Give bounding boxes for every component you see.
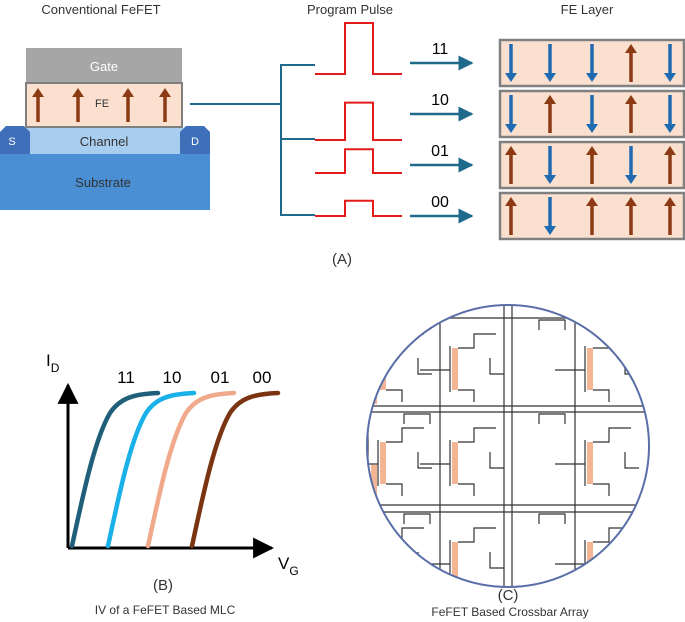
subcaption-b: IV of a FeFET Based MLC <box>95 603 236 617</box>
polarization-arrow-down <box>664 44 676 82</box>
device-up-arrow <box>72 88 84 122</box>
channel-layer <box>26 128 184 154</box>
state-code-label: 10 <box>431 92 449 109</box>
polarization-arrow-up <box>505 197 517 235</box>
iv-curve-label: 10 <box>163 368 182 387</box>
polarization-arrow-up <box>625 197 637 235</box>
gate-label: Gate <box>90 59 118 74</box>
state-code-label: 11 <box>432 41 449 58</box>
iv-curve-10 <box>105 390 197 549</box>
device-polarization-arrows <box>32 88 171 122</box>
polarization-arrow-down <box>625 146 637 184</box>
crossbar-grid <box>367 305 649 587</box>
state-row-00: 00 <box>315 191 685 241</box>
pulse-bracket <box>280 64 315 216</box>
iv-curve-label: 01 <box>211 368 230 387</box>
polarization-arrow-up <box>544 95 556 133</box>
pulse-title: Program Pulse <box>307 2 393 17</box>
state-code-label: 00 <box>431 194 449 211</box>
fe-label: FE <box>95 98 109 110</box>
caption-c: (C) <box>498 587 519 604</box>
polarization-arrow-down <box>544 197 556 235</box>
drain-label: D <box>191 136 199 148</box>
device-up-arrow <box>122 88 134 122</box>
device-up-arrow <box>32 88 44 122</box>
source-label: S <box>8 136 15 148</box>
iv-curve-01 <box>145 390 237 549</box>
state-row-01: 01 <box>315 140 685 190</box>
polarization-arrow-down <box>544 44 556 82</box>
subcaption-c: FeFET Based Crossbar Array <box>431 605 588 619</box>
source-contact <box>0 126 30 154</box>
polarization-arrow-up <box>505 146 517 184</box>
polarization-arrow-up <box>664 146 676 184</box>
caption-b: (B) <box>153 577 173 594</box>
iv-curves: 11 10 01 00 <box>69 368 281 549</box>
drain-contact <box>180 126 210 154</box>
polarization-arrow-up <box>586 197 598 235</box>
fefet-device: Substrate Channel S D FE Gate <box>0 48 210 210</box>
polarization-arrow-down <box>544 146 556 184</box>
polarization-arrow-up <box>625 95 637 133</box>
polarization-arrow-down <box>586 44 598 82</box>
polarization-arrow-down <box>586 95 598 133</box>
fe-layer-title: FE Layer <box>561 2 614 17</box>
program-pulse <box>315 148 402 174</box>
state-row-10: 10 <box>315 89 685 141</box>
program-pulse <box>315 101 402 141</box>
iv-curve-11 <box>69 390 161 549</box>
substrate-layer <box>0 146 210 210</box>
device-up-arrow <box>159 88 171 122</box>
iv-curve-label: 11 <box>117 368 135 387</box>
polarization-arrow-down <box>664 95 676 133</box>
program-pulse <box>315 22 402 75</box>
state-code-label: 01 <box>431 143 449 160</box>
polarization-arrow-up <box>586 146 598 184</box>
program-pulse <box>315 199 402 217</box>
iv-curve-label: 00 <box>253 368 272 387</box>
channel-label: Channel <box>80 134 129 149</box>
zoom-circle <box>366 304 650 588</box>
caption-a: (A) <box>332 251 352 268</box>
crossbar-zoom <box>366 304 650 588</box>
state-row-11: 11 <box>315 22 685 88</box>
polarization-arrow-up <box>625 44 637 82</box>
y-axis-label: ID <box>46 351 60 375</box>
polarization-arrow-up <box>664 197 676 235</box>
device-title: Conventional FeFET <box>41 2 160 17</box>
gate-layer <box>26 48 182 82</box>
iv-plot: ID VG 11 10 01 00 <box>46 351 299 578</box>
polarization-arrow-down <box>505 44 517 82</box>
substrate-label: Substrate <box>75 175 131 190</box>
pulse-rows: 11 10 01 00 <box>315 22 685 241</box>
polarization-arrow-down <box>505 95 517 133</box>
fe-layer <box>25 82 183 128</box>
x-axis-label: VG <box>278 554 299 578</box>
iv-curve-00 <box>189 390 281 549</box>
